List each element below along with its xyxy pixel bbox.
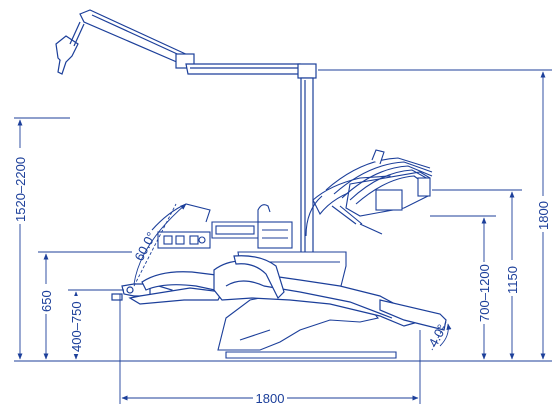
total-length-label: 1800	[256, 391, 285, 406]
lamp-height-label: 1520–2200	[13, 157, 28, 222]
tray-height-label: 700–1200	[477, 264, 492, 322]
unit-height-label: 1150	[505, 266, 520, 294]
dental-chair	[111, 255, 447, 331]
water-unit	[151, 203, 293, 249]
dental-lamp	[55, 9, 317, 79]
total-height-label: 1800	[536, 201, 551, 230]
lamp-pole	[300, 77, 314, 259]
backrest-angle-label: 60.0°	[131, 229, 159, 263]
chair-upper-height-label: 650	[39, 290, 54, 312]
delivery-unit	[305, 149, 433, 237]
chair-lower-range-label: 400–750	[69, 301, 84, 352]
